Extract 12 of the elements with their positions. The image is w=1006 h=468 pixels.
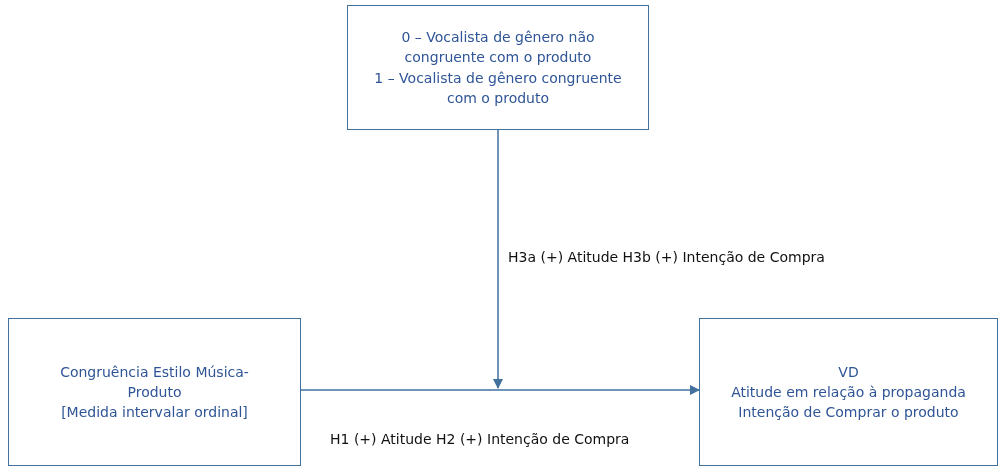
box-text: 1 – Vocalista de gênero congruente com o produto [373,68,623,108]
box-text: 0 – Vocalista de gênero não congruente com o produto [400,27,596,68]
box-text: [Medida intervalar ordinal] [60,403,249,423]
arrow [300,384,701,396]
box-text: Congruência Estilo Música-Produto [59,362,250,402]
box-text: Atitude em relação à propaganda [730,382,967,402]
box-text: Intenção de Comprar o produto [737,403,960,423]
box-text: VD [837,362,860,382]
variable-box [8,318,301,466]
variable-box [699,318,998,466]
variable-box [347,5,649,130]
arrow [492,129,504,390]
